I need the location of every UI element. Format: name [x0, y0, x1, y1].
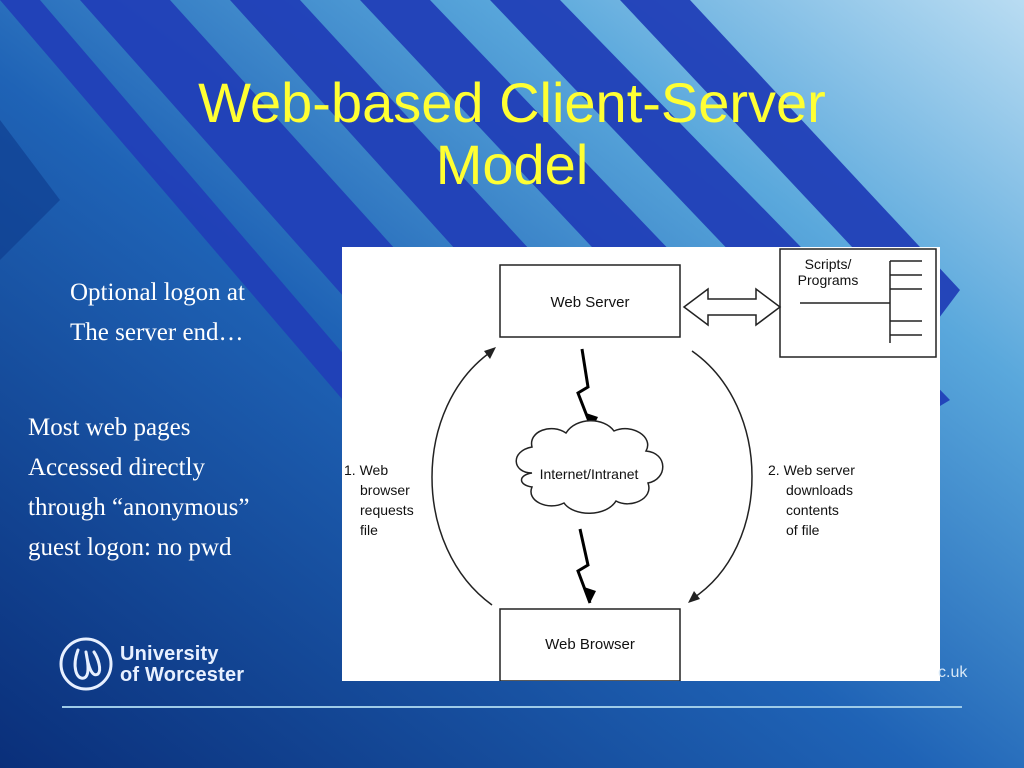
- logon-note-line: Optional logon at: [70, 279, 245, 306]
- title-line-2: Model: [435, 133, 589, 196]
- slide-title: Web-based Client-Server Model: [0, 72, 1024, 196]
- cloud-label: Internet/Intranet: [540, 466, 639, 482]
- scripts-label-line-1: Scripts/: [805, 256, 852, 272]
- scripts-label-line-2: Programs: [798, 272, 859, 288]
- logon-note-line: The server end…: [70, 319, 244, 346]
- web-browser-box: [499, 608, 681, 681]
- university-logo: University of Worcester: [58, 636, 258, 696]
- request-label-line: 1. Web: [344, 462, 388, 478]
- double-arrow: [682, 287, 782, 327]
- response-label-line: contents: [786, 502, 839, 518]
- request-label-line: requests: [360, 502, 414, 518]
- response-label-line: 2. Web server: [768, 462, 855, 478]
- web-server-box: [499, 264, 681, 338]
- request-label-line: browser: [360, 482, 410, 498]
- logo-line-2: of Worcester: [120, 664, 245, 686]
- request-arrow: [431, 350, 493, 606]
- logon-note: Optional logon at The server end…: [70, 273, 245, 353]
- web-server-label: Web Server: [551, 294, 630, 311]
- response-label-line: of file: [786, 522, 820, 538]
- footer-divider: [62, 706, 962, 708]
- anonymous-note-line: through “anonymous”: [28, 494, 250, 521]
- anonymous-note-line: Accessed directly: [28, 454, 206, 481]
- response-arrow: [691, 350, 753, 600]
- university-emblem-icon: [59, 637, 113, 691]
- internet-cloud: [515, 420, 664, 514]
- anonymous-note-line: guest logon: no pwd: [28, 534, 232, 561]
- lightning-bolt-upper: [576, 348, 594, 430]
- response-label-line: downloads: [786, 482, 853, 498]
- logo-line-1: University: [120, 643, 219, 665]
- title-line-1: Web-based Client-Server: [198, 71, 826, 134]
- url-fragment: c.uk: [938, 664, 968, 681]
- anonymous-note: Most web pages Accessed directly through…: [28, 408, 249, 568]
- web-browser-label: Web Browser: [545, 636, 635, 653]
- anonymous-note-line: Most web pages: [28, 414, 191, 441]
- client-server-diagram: Web Server Scripts/ Programs Internet/In…: [342, 247, 940, 681]
- request-label-line: file: [360, 522, 378, 538]
- scripts-list-lines: [800, 260, 922, 343]
